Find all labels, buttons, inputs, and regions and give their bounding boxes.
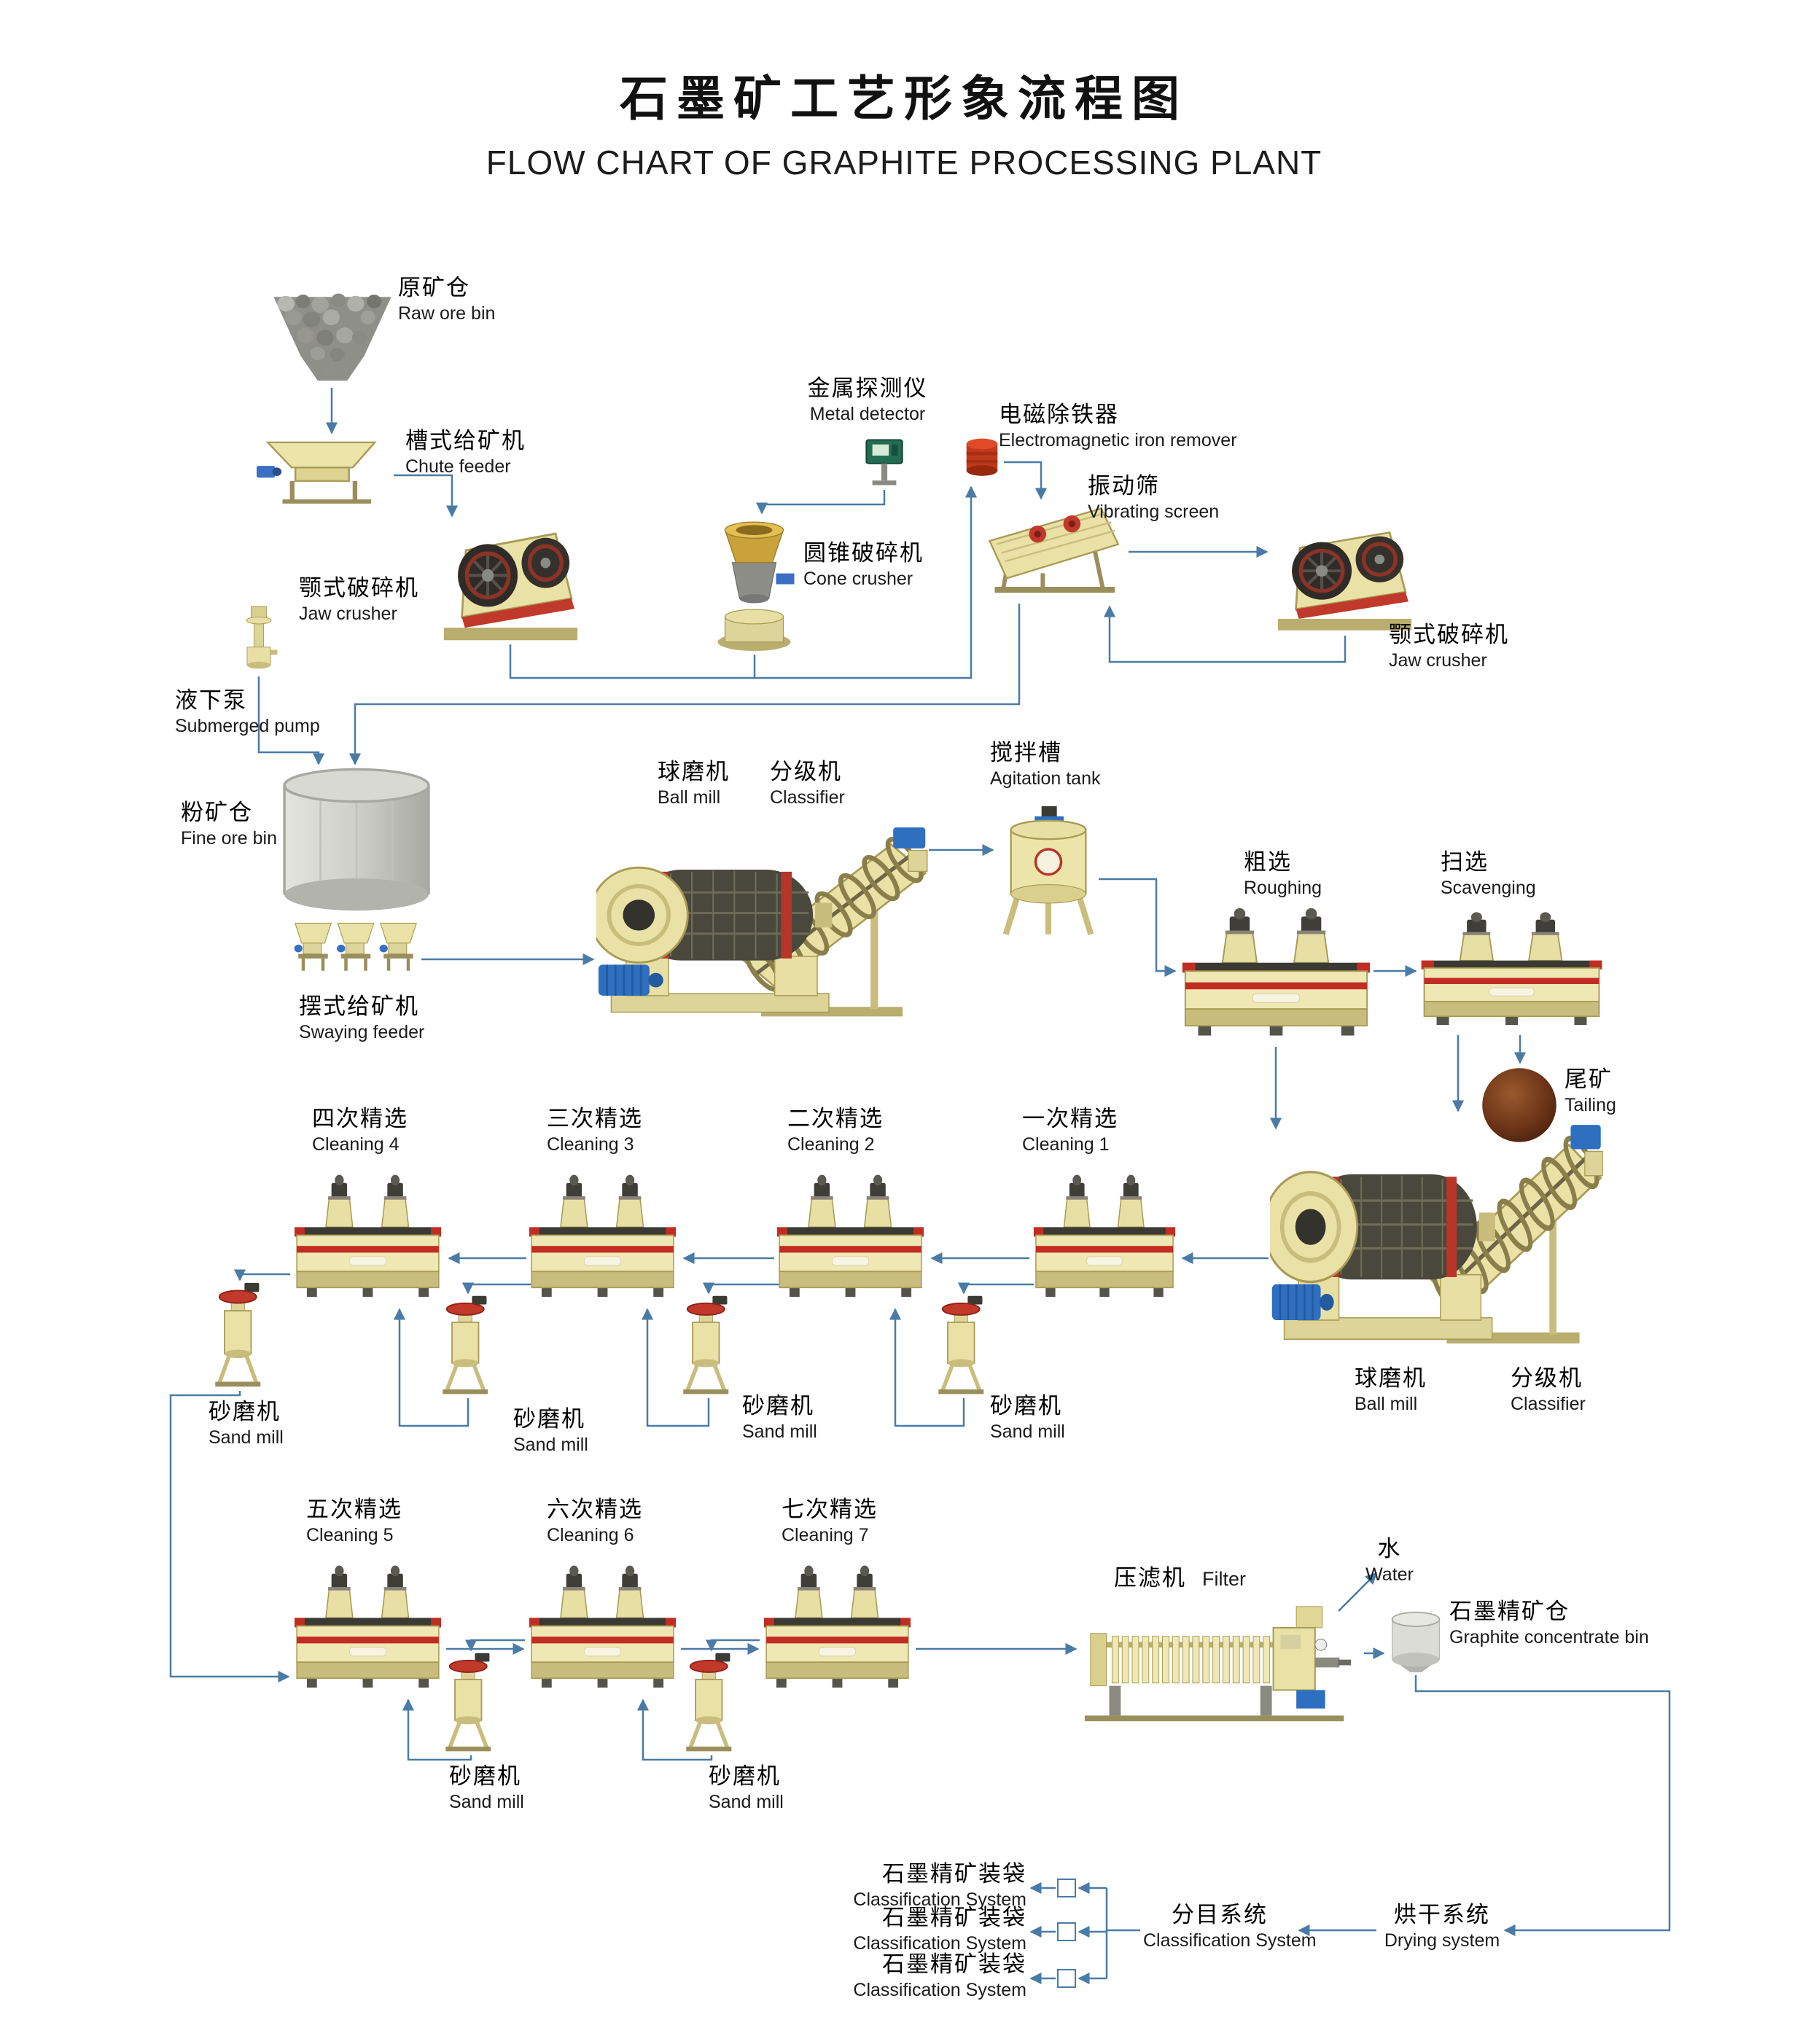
ball-mill-2-label: 球磨机 Ball mill <box>1355 1365 1427 1415</box>
cleaning-2-label: 二次精选 Cleaning 2 <box>787 1106 884 1155</box>
cleaning-5-label: 五次精选 Cleaning 5 <box>306 1497 402 1546</box>
filter-label: 压滤机 Filter <box>1114 1565 1246 1591</box>
sand-mill-2 <box>437 1295 497 1397</box>
sand-mill-2-label: 砂磨机 Sand mill <box>513 1406 588 1456</box>
raw-ore-bin-label-en: Raw ore bin <box>398 303 496 324</box>
cleaning-3-flotation <box>527 1172 678 1306</box>
cleaning-3-label: 三次精选 Cleaning 3 <box>547 1106 643 1155</box>
cleaning-1-label: 一次精选 Cleaning 1 <box>1022 1106 1118 1155</box>
roughing-flotation <box>1180 905 1373 1045</box>
filter-press <box>1080 1602 1361 1726</box>
metal-detector-label: 金属探测仪 Metal detector <box>807 375 928 425</box>
fine-ore-bin <box>279 767 434 916</box>
raw-ore-bin-label: 原矿仓 Raw ore bin <box>398 274 495 324</box>
agitation-tank-label: 搅拌槽 Agitation tank <box>990 740 1101 789</box>
cone-crusher-label: 圆锥破碎机 Cone crusher <box>803 540 924 590</box>
cleaning-4-flotation <box>292 1172 443 1306</box>
bagging-1-label: 石墨精矿装袋 Classification System <box>853 1861 1026 1911</box>
sand-mill-3 <box>678 1295 738 1397</box>
submerged-pump <box>235 605 283 675</box>
jaw-crusher-1-label: 颚式破碎机 Jaw crusher <box>299 575 419 625</box>
raw-ore-bin <box>271 290 394 386</box>
sand-mill-5 <box>440 1652 500 1754</box>
bagging-box-2 <box>1057 1922 1076 1941</box>
sand-mill-1-label: 砂磨机 Sand mill <box>209 1399 284 1448</box>
sand-mill-6-label: 砂磨机 Sand mill <box>709 1763 784 1813</box>
sand-mill-5-label: 砂磨机 Sand mill <box>449 1763 524 1813</box>
scavenging-flotation <box>1419 910 1605 1034</box>
bagging-2-label: 石墨精矿装袋 Classification System <box>853 1905 1026 1954</box>
cleaning-4-label: 四次精选 Cleaning 4 <box>312 1106 408 1155</box>
iron-remover-label: 电磁除铁器 Electromagnetic iron remover <box>999 402 1237 451</box>
chute-feeder <box>257 437 395 504</box>
roughing-label: 粗选 Roughing <box>1244 849 1322 899</box>
cleaning-6-label: 六次精选 Cleaning 6 <box>547 1497 643 1546</box>
water-label: 水 Water <box>1365 1536 1414 1585</box>
cleaning-7-label: 七次精选 Cleaning 7 <box>782 1497 878 1546</box>
cleaning-7-flotation <box>762 1563 913 1697</box>
sand-mill-3-label: 砂磨机 Sand mill <box>742 1393 817 1443</box>
page-title-en: FLOW CHART OF GRAPHITE PROCESSING PLANT <box>486 144 1322 182</box>
tailing-label: 尾矿 Tailing <box>1565 1066 1616 1116</box>
ball-mill-1-label: 球磨机 Ball mill <box>658 759 730 808</box>
bagging-box-3 <box>1057 1969 1076 1988</box>
jaw-crusher-2 <box>1270 519 1419 634</box>
page-title-cn: 石墨矿工艺形象流程图 <box>620 71 1188 125</box>
jaw-crusher-2-label: 颚式破碎机 Jaw crusher <box>1389 622 1509 671</box>
scavenging-label: 扫选 Scavenging <box>1441 849 1536 899</box>
fine-ore-bin-label: 粉矿仓 Fine ore bin <box>181 800 278 849</box>
swaying-feeder <box>290 917 421 990</box>
drying-system-label: 烘干系统 Drying system <box>1384 1902 1500 1951</box>
chute-feeder-label: 槽式给矿机 Chute feeder <box>405 428 526 477</box>
concentrate-bin <box>1387 1610 1445 1674</box>
raw-ore-bin-label-cn: 原矿仓 <box>398 275 470 300</box>
sand-mill-4 <box>933 1295 993 1397</box>
iron-remover <box>961 436 1003 483</box>
cleaning-2-flotation <box>775 1172 926 1306</box>
classification-system-label: 分目系统 Classification System <box>1143 1902 1317 1951</box>
cleaning-6-flotation <box>527 1563 678 1697</box>
bagging-box-1 <box>1057 1879 1076 1897</box>
concentrate-bin-label: 石墨精矿仓 Graphite concentrate bin <box>1449 1599 1649 1648</box>
classifier-2-label: 分级机 Classifier <box>1511 1365 1586 1415</box>
vibrating-screen-label: 振动筛 Vibrating screen <box>1088 473 1220 523</box>
cone-crusher <box>709 510 800 655</box>
classifier-1-label: 分级机 Classifier <box>770 759 845 808</box>
cleaning-5-flotation <box>292 1563 443 1697</box>
sand-mill-6 <box>681 1652 741 1754</box>
ball-mill-2 <box>1270 1131 1503 1346</box>
submerged-pump-label: 液下泵 Submerged pump <box>175 687 320 737</box>
ball-mill-1 <box>596 832 841 1018</box>
jaw-crusher-1 <box>436 519 585 644</box>
sand-mill-4-label: 砂磨机 Sand mill <box>990 1393 1065 1443</box>
swaying-feeder-label: 摆式给矿机 Swaying feeder <box>299 994 425 1043</box>
sand-mill-1 <box>210 1282 270 1389</box>
cleaning-1-flotation <box>1032 1172 1177 1306</box>
metal-detector <box>854 436 914 488</box>
bagging-3-label: 石墨精矿装袋 Classification System <box>853 1951 1026 2001</box>
agitation-tank <box>997 806 1099 941</box>
